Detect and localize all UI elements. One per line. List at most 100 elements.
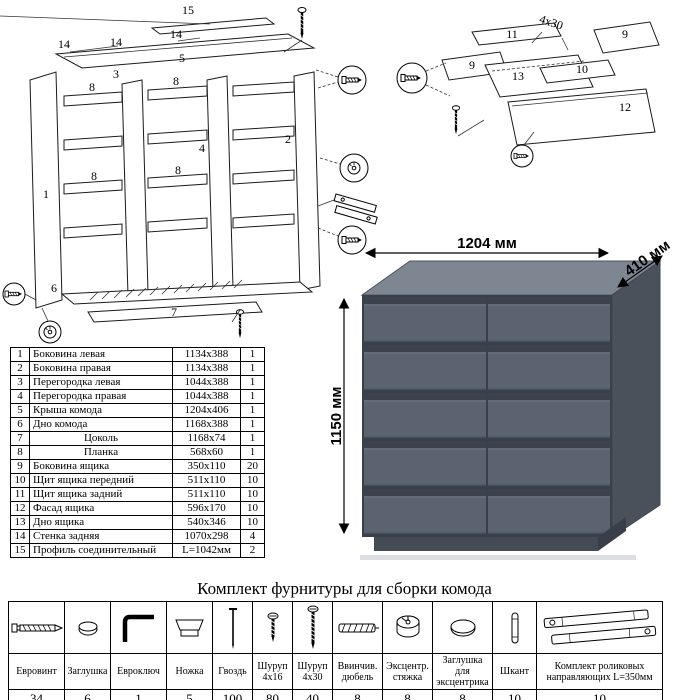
part-number-cell: 14: [10, 529, 30, 544]
part-number-cell: 9: [10, 459, 30, 474]
label-part-14: 14: [58, 37, 70, 51]
part-size-cell: 511x110: [172, 487, 241, 502]
cabinet-exploded-diagram: 15 14 14 14 5 1 3 4 2 8 8 8 8 6 7: [0, 3, 378, 344]
label-part-7: 7: [171, 305, 177, 319]
hardware-icon-cell: [536, 601, 663, 654]
hardware-name-cell: Шуруп 4x30: [292, 653, 333, 690]
part-size-cell: 350x110: [172, 459, 241, 474]
part-number-cell: 7: [10, 431, 30, 446]
part-qty-cell: 1: [240, 375, 265, 390]
hardware-icon-cell: [64, 601, 111, 654]
part-size-cell: 568x60: [172, 445, 241, 460]
part-qty-cell: 1: [240, 361, 265, 376]
hardware-icon-cell: [110, 601, 167, 654]
part-qty-cell: 4: [240, 529, 265, 544]
hardware-icon-cell: [252, 601, 293, 654]
part-number-cell: 6: [10, 417, 30, 432]
roller-guides-icon: [543, 608, 656, 645]
part-drawer-back: [471, 22, 562, 46]
part-name-cell: Дно комода: [29, 417, 173, 432]
part-number-cell: 11: [10, 487, 30, 502]
part-size-cell: 1070x298: [172, 529, 241, 544]
part-qty-cell: 20: [240, 459, 265, 474]
label-part-11: 11: [506, 27, 518, 41]
hardware-qty-cell: 10: [536, 689, 663, 700]
fitting-callouts: [2, 65, 378, 344]
label-part-8: 8: [91, 169, 97, 183]
part-name-cell: Фасад ящика: [29, 501, 173, 516]
label-part-14: 14: [170, 27, 182, 41]
hardware-name-cell: Заглушка для эксцентрика: [432, 653, 493, 690]
hardware-qty-cell: 100: [212, 689, 253, 700]
euroscrew-icon: [11, 623, 63, 632]
dresser-render: 1204 мм 410 мм 1150 мм: [330, 237, 673, 560]
part-left-partition: [121, 79, 149, 297]
part-name-cell: Стенка задняя: [29, 529, 173, 544]
hardware-name-cell: Заглушка: [64, 653, 111, 690]
part-qty-cell: 1: [240, 347, 265, 362]
part-size-cell: 1134x388: [172, 347, 241, 362]
part-name-cell: Щит ящика задний: [29, 487, 173, 502]
label-part-10: 10: [576, 62, 588, 76]
label-part-15: 15: [182, 3, 194, 17]
part-qty-cell: 1: [240, 403, 265, 418]
label-part-5: 5: [179, 51, 185, 65]
part-qty-cell: 10: [240, 487, 265, 502]
label-part-13: 13: [512, 69, 524, 83]
part-size-cell: 1168x388: [172, 417, 241, 432]
hardware-icon-cell: [492, 601, 537, 654]
nail-icon: [228, 607, 237, 649]
part-number-cell: 4: [10, 389, 30, 404]
part-drawer-side: [593, 21, 660, 54]
label-part-14: 14: [110, 35, 122, 49]
leg-icon: [174, 619, 204, 636]
hardware-name-cell: Ввинчив. дюбель: [332, 653, 383, 690]
hardware-qty-cell: 34: [8, 689, 65, 700]
part-name-cell: Щит ящика передний: [29, 473, 173, 488]
width-dimension-label: 1204 мм: [457, 237, 517, 252]
hardware-name-cell: Эксцентр. стяжка: [382, 653, 433, 690]
hardware-qty-cell: 8: [432, 689, 493, 700]
part-name-cell: Перегородка левая: [29, 375, 173, 390]
hardware-icon-cell: [166, 601, 213, 654]
part-size-cell: 596x170: [172, 501, 241, 516]
hardware-name-cell: Шуруп 4x16: [252, 653, 293, 690]
fitting-callouts: [396, 62, 535, 168]
part-name-cell: Боковина правая: [29, 361, 173, 376]
part-qty-cell: 10: [240, 501, 265, 516]
part-size-cell: L=1042мм: [172, 543, 241, 558]
part-number-cell: 12: [10, 501, 30, 516]
cam-cover-icon: [450, 619, 475, 636]
hardware-icon-cell: [432, 601, 493, 654]
part-size-cell: 540x346: [172, 515, 241, 530]
hardware-qty-cell: 5: [166, 689, 213, 700]
part-name-cell: Цоколь: [29, 431, 173, 446]
label-part-4: 4: [199, 141, 205, 155]
part-number-cell: 8: [10, 445, 30, 460]
part-lid: [54, 33, 316, 69]
part-size-cell: 1044x388: [172, 375, 241, 390]
eccentric-cam-icon: [396, 615, 419, 637]
hardware-qty-cell: 8: [332, 689, 383, 700]
part-name-cell: Боковина ящика: [29, 459, 173, 474]
hardware-qty-cell: 1: [110, 689, 167, 700]
screw-callout-icon: [296, 6, 308, 41]
part-bottom: [60, 281, 314, 305]
hardware-icon-cell: [382, 601, 433, 654]
label-part-8: 8: [175, 163, 181, 177]
part-number-cell: 2: [10, 361, 30, 376]
part-left-side: [29, 71, 63, 309]
part-qty-cell: 10: [240, 515, 265, 530]
part-qty-cell: 10: [240, 473, 265, 488]
part-size-cell: 1204x406: [172, 403, 241, 418]
part-number-cell: 13: [10, 515, 30, 530]
hardware-name-cell: Ножка: [166, 653, 213, 690]
